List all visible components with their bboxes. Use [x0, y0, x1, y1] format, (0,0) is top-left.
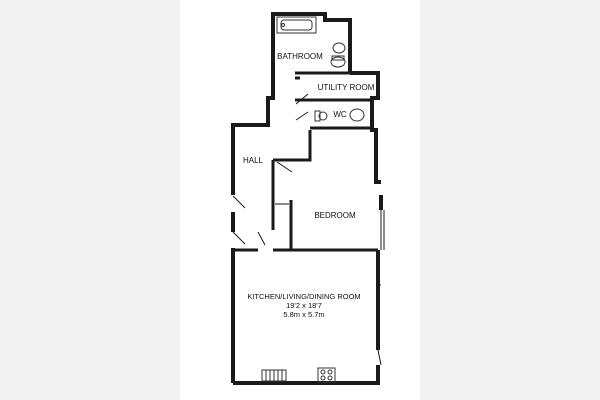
interior-walls: [233, 71, 378, 252]
wc-label: WC: [333, 110, 347, 119]
bathtub-fixture: [276, 16, 317, 34]
bedroom-label: BEDROOM: [314, 211, 356, 220]
windows: [377, 210, 385, 366]
kitchen-metric-size: 5.8m x 5.7m: [283, 310, 324, 319]
basin-toilet-fixture: [330, 42, 346, 68]
kitchen-imperial-size: 19'2 x 18'7: [286, 301, 322, 310]
wc-fixtures: [314, 108, 365, 122]
right-margin-band: [420, 0, 600, 400]
utility-room-label: UTILITY ROOM: [318, 83, 375, 92]
hall-label: HALL: [243, 156, 264, 165]
left-margin-band: [0, 0, 180, 400]
door-swings: [232, 93, 309, 246]
bathroom-label: BATHROOM: [277, 52, 323, 61]
kitchen-label: KITCHEN/LIVING/DINING ROOM: [247, 292, 360, 301]
kitchen-hob-fixture: [317, 367, 336, 383]
radiator-fixture: [261, 369, 287, 382]
exterior-walls: [231, 12, 383, 385]
